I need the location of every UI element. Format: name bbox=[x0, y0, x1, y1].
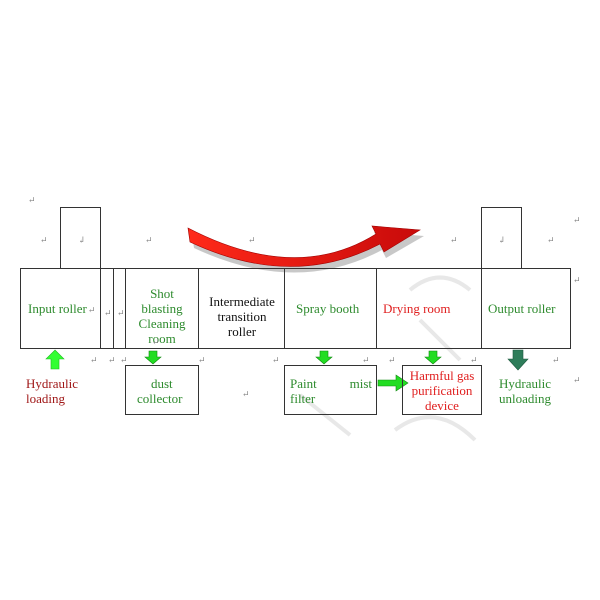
paragraph-mark: ↵ bbox=[388, 355, 396, 365]
paragraph-mark: ↵ bbox=[450, 235, 458, 245]
output-roller-label: Output roller bbox=[488, 301, 556, 316]
paragraph-mark: ↲ bbox=[78, 235, 86, 245]
paragraph-mark: ↵ bbox=[272, 355, 280, 365]
paragraph-mark: ↵ bbox=[28, 195, 36, 205]
watermark bbox=[298, 275, 477, 442]
paragraph-mark: ↵ bbox=[547, 235, 555, 245]
paragraph-mark: ↲ bbox=[498, 235, 506, 245]
paragraph-mark: ↵ bbox=[198, 355, 206, 365]
paragraph-mark: ↵ bbox=[242, 389, 250, 399]
paint-mist-filter-label: Paint mist filter bbox=[290, 376, 372, 406]
up-arrow-icon bbox=[45, 349, 65, 370]
down-arrow-icon bbox=[315, 350, 333, 365]
down-arrow-icon bbox=[144, 350, 162, 365]
hydraulic-loading-label: Hydraulic loading bbox=[26, 376, 78, 406]
output-roller-box bbox=[481, 268, 571, 349]
down-arrow-icon bbox=[507, 349, 529, 371]
hydraulic-unloading-label: Hydraulic unloading bbox=[499, 376, 551, 406]
paragraph-mark: ↵ bbox=[117, 308, 125, 318]
paragraph-mark: ↵ bbox=[573, 275, 581, 285]
paint-mist-filter-box bbox=[284, 365, 377, 415]
paragraph-mark: ↵ bbox=[573, 375, 581, 385]
paragraph-mark: ↵ bbox=[145, 235, 153, 245]
paragraph-mark: ↵ bbox=[470, 355, 478, 365]
intermediate-label: Intermediate transition roller bbox=[209, 294, 275, 339]
dust-collector-label: dust collector bbox=[137, 376, 183, 406]
paragraph-mark: ↵ bbox=[104, 308, 112, 318]
paragraph-mark: ↵ bbox=[248, 235, 256, 245]
shot-blasting-label: Shot blasting Cleaning room bbox=[138, 286, 186, 346]
down-arrow-icon bbox=[424, 350, 442, 365]
dust-collector-box bbox=[125, 365, 199, 415]
harmful-gas-label: Harmful gas purification device bbox=[409, 368, 475, 413]
paragraph-mark: ↵ bbox=[120, 355, 128, 365]
paragraph-mark: ↵ bbox=[40, 235, 48, 245]
spray-booth-label: Spray booth bbox=[296, 301, 360, 316]
flow-arrow bbox=[187, 225, 421, 267]
paragraph-mark: ↵ bbox=[552, 355, 560, 365]
paragraph-mark: ↵ bbox=[573, 215, 581, 225]
paragraph-mark: ↵ bbox=[108, 355, 116, 365]
paragraph-mark: ↵ bbox=[90, 355, 98, 365]
paragraph-mark: ↵ bbox=[152, 337, 160, 347]
paragraph-mark: ↵ bbox=[362, 355, 370, 365]
harmful-gas-box bbox=[402, 365, 482, 415]
input-roller-label: Input roller↵ bbox=[28, 301, 96, 316]
drying-room-label: Drying room bbox=[383, 301, 451, 316]
